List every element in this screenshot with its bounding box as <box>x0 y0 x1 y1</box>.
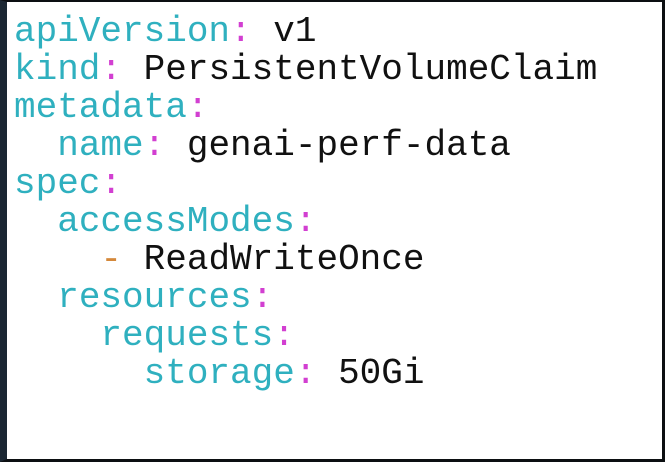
yaml-key: apiVersion <box>14 11 231 52</box>
yaml-line-spec: spec: <box>14 165 597 203</box>
yaml-line-requests: requests: <box>14 317 597 355</box>
yaml-key: spec <box>14 163 101 204</box>
yaml-key: resources <box>57 277 252 318</box>
yaml-key: storage <box>143 353 295 394</box>
yaml-colon: : <box>186 87 209 128</box>
yaml-line-name: name: genai-perf-data <box>14 127 597 165</box>
yaml-line-accessmodes: accessModes: <box>14 203 597 241</box>
yaml-line-readwriteonce: - ReadWriteOnce <box>14 241 597 279</box>
yaml-colon: : <box>294 201 317 242</box>
yaml-value: PersistentVolumeClaim <box>122 49 598 90</box>
yaml-key: metadata <box>14 87 187 128</box>
yaml-colon: : <box>230 11 252 52</box>
yaml-colon: : <box>100 49 123 90</box>
yaml-colon: : <box>294 353 317 394</box>
yaml-colon: : <box>273 315 295 356</box>
yaml-colon: : <box>143 125 166 166</box>
yaml-key: requests <box>100 315 274 356</box>
yaml-line-storage: storage: 50Gi <box>14 355 597 393</box>
yaml-line-resources: resources: <box>14 279 597 317</box>
yaml-value: 50Gi <box>316 353 425 394</box>
yaml-value: v1 <box>251 11 317 52</box>
yaml-colon: : <box>100 163 123 204</box>
yaml-colon: : <box>251 277 274 318</box>
yaml-line-kind: kind: PersistentVolumeClaim <box>14 51 597 89</box>
yaml-value: genai-perf-data <box>165 125 511 166</box>
yaml-line-metadata: metadata: <box>14 89 597 127</box>
yaml-key: accessModes <box>57 201 295 242</box>
yaml-key: kind <box>14 49 101 90</box>
yaml-line-apiversion: apiVersion: v1 <box>14 13 597 51</box>
yaml-list-dash: - <box>100 239 123 280</box>
yaml-value: ReadWriteOnce <box>122 239 425 280</box>
yaml-key: name <box>57 125 144 166</box>
